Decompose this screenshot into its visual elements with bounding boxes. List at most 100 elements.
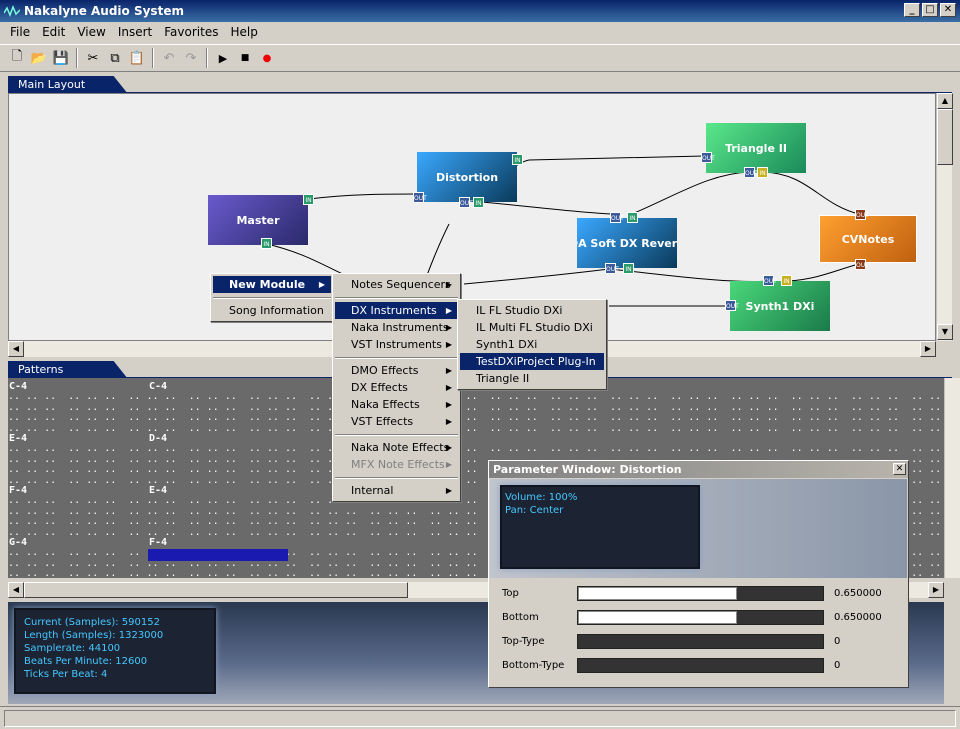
parameter-window[interactable]: Parameter Window: Distortion ✕ Volume: 1… — [488, 460, 909, 688]
scroll-right-icon[interactable]: ▶ — [928, 582, 944, 598]
menu-item-triangle-ii[interactable]: Triangle II — [460, 370, 604, 387]
cut-icon[interactable]: ✂ — [87, 50, 99, 66]
port-out-synth-left[interactable]: OUT — [725, 300, 739, 311]
new-document-icon[interactable]: 🗋 — [11, 49, 23, 64]
toolbar-separator — [206, 48, 208, 68]
patterns-vertical-scrollbar[interactable] — [944, 378, 960, 578]
menu-item-naka-instruments[interactable]: Naka Instruments▶ — [335, 319, 458, 336]
port-out-cvnotes-2[interactable]: OUT — [855, 259, 869, 270]
param-label: Bottom — [502, 612, 539, 623]
maximize-button[interactable]: □ — [922, 3, 938, 17]
node-reverb[interactable]: DA Soft DX Reverb — [577, 218, 677, 268]
menu-insert[interactable]: Insert — [117, 25, 153, 39]
param-slider-fill — [578, 611, 738, 624]
submenu-arrow-icon: ▶ — [445, 340, 452, 349]
save-icon[interactable]: 💾 — [52, 50, 70, 66]
port-in-triangle[interactable]: IN — [757, 167, 768, 178]
node-synth[interactable]: Synth1 DXi — [730, 281, 830, 331]
minimize-button[interactable]: _ — [904, 3, 920, 17]
port-in-distortion-top[interactable]: IN — [512, 154, 523, 165]
scroll-left-icon[interactable]: ◀ — [8, 582, 24, 598]
close-button[interactable]: ✕ — [940, 3, 956, 17]
port-out-cvnotes[interactable]: OUT — [855, 209, 869, 220]
menu-item-label: DX Instruments — [351, 304, 437, 317]
menu-help[interactable]: Help — [230, 25, 258, 39]
menu-item-synth1-dxi[interactable]: Synth1 DXi — [460, 336, 604, 353]
port-in-synth[interactable]: IN — [781, 275, 792, 286]
note-label: C-4 — [149, 381, 168, 392]
menu-item-vst-effects[interactable]: VST Effects▶ — [335, 413, 458, 430]
record-icon[interactable]: ● — [262, 52, 272, 64]
menu-item-dx-instruments[interactable]: DX Instruments▶ — [335, 302, 458, 319]
param-label: Bottom-Type — [502, 660, 565, 671]
menu-item-il-fl-studio-dxi[interactable]: IL FL Studio DXi — [460, 302, 604, 319]
canvas-vertical-scrollbar[interactable]: ▲ ▼ — [936, 93, 953, 341]
scroll-left-icon[interactable]: ◀ — [8, 341, 24, 357]
menu-item-naka-note-effects[interactable]: Naka Note Effects▶ — [335, 439, 458, 456]
menu-item-label: IL FL Studio DXi — [476, 304, 563, 317]
submenu-arrow-icon: ▶ — [445, 460, 452, 469]
parameter-display-area: Volume: 100% Pan: Center — [490, 479, 907, 578]
tab-main-layout[interactable]: Main Layout — [8, 76, 128, 94]
undo-icon[interactable]: ↶ — [163, 50, 175, 66]
stop-icon[interactable]: ■ — [240, 53, 250, 63]
port-out-reverb-top[interactable]: OUT — [610, 212, 624, 223]
submenu-arrow-icon: ▶ — [318, 280, 325, 289]
port-out-synth[interactable]: OUT — [763, 275, 777, 286]
menu-item-vst-instruments[interactable]: VST Instruments▶ — [335, 336, 458, 353]
port-out-reverb[interactable]: OUT — [605, 263, 619, 274]
param-slider[interactable] — [577, 586, 824, 601]
menu-item-notes-sequencers[interactable]: Notes Sequencers▶ — [335, 276, 458, 293]
port-out-triangle-2[interactable]: OUT — [744, 167, 758, 178]
port-in-master-bottom[interactable]: IN — [261, 238, 272, 249]
port-in-distortion[interactable]: IN — [473, 197, 484, 208]
menu-item-internal[interactable]: Internal▶ — [335, 482, 458, 499]
scroll-up-icon[interactable]: ▲ — [937, 93, 953, 109]
param-slider[interactable] — [577, 610, 824, 625]
port-out-distortion-2[interactable]: OUT — [459, 197, 473, 208]
paste-icon[interactable]: 📋 — [128, 50, 146, 66]
parameter-lcd: Volume: 100% Pan: Center — [500, 485, 700, 569]
port-out-triangle[interactable]: OUT — [701, 152, 715, 163]
param-value: 0.650000 — [834, 612, 882, 623]
menu-item-new-module[interactable]: New Module ▶ — [213, 276, 331, 293]
scroll-down-icon[interactable]: ▼ — [937, 324, 953, 340]
note-label: G-4 — [9, 537, 28, 548]
menu-item-dx-effects[interactable]: DX Effects▶ — [335, 379, 458, 396]
tab-patterns[interactable]: Patterns — [8, 361, 128, 379]
menu-item-il-multi-fl-studio-dxi[interactable]: IL Multi FL Studio DXi — [460, 319, 604, 336]
menu-item-label: New Module — [229, 278, 306, 291]
port-in-reverb[interactable]: IN — [623, 263, 634, 274]
note-label: C-4 — [9, 381, 28, 392]
pattern-selection[interactable] — [148, 549, 288, 561]
redo-icon[interactable]: ↷ — [185, 50, 197, 66]
close-icon[interactable]: ✕ — [893, 463, 906, 475]
port-in-master[interactable]: IN — [303, 194, 314, 205]
node-cvnotes[interactable]: CVNotes — [819, 215, 917, 263]
menu-item-naka-effects[interactable]: Naka Effects▶ — [335, 396, 458, 413]
menu-separator — [335, 357, 458, 359]
play-icon[interactable]: ▶ — [218, 51, 228, 65]
menu-edit[interactable]: Edit — [42, 25, 66, 39]
node-distortion[interactable]: Distortion — [417, 152, 517, 202]
submenu-arrow-icon: ▶ — [445, 417, 452, 426]
port-out-distortion[interactable]: OUT — [413, 192, 427, 203]
copy-icon[interactable]: ⧉ — [110, 50, 120, 66]
scroll-thumb[interactable] — [937, 109, 953, 165]
param-slider[interactable] — [577, 634, 824, 649]
param-value: 0 — [834, 660, 841, 671]
scroll-right-icon[interactable]: ▶ — [920, 341, 936, 357]
param-slider[interactable] — [577, 658, 824, 673]
toolbar-separator — [76, 48, 78, 68]
menu-file[interactable]: File — [10, 25, 31, 39]
menu-favorites[interactable]: Favorites — [164, 25, 219, 39]
port-in-reverb-top[interactable]: IN — [627, 212, 638, 223]
node-triangle[interactable]: Triangle II — [706, 123, 806, 173]
scroll-thumb[interactable] — [24, 582, 408, 598]
menu-item-song-information[interactable]: Song Information — [213, 302, 331, 319]
node-master[interactable]: Master — [208, 195, 308, 245]
open-folder-icon[interactable]: 📂 — [30, 50, 48, 66]
menu-item-dmo-effects[interactable]: DMO Effects▶ — [335, 362, 458, 379]
menu-item-testdxiproject-plug-in[interactable]: TestDXiProject Plug-In — [460, 353, 604, 370]
menu-view[interactable]: View — [77, 25, 106, 39]
